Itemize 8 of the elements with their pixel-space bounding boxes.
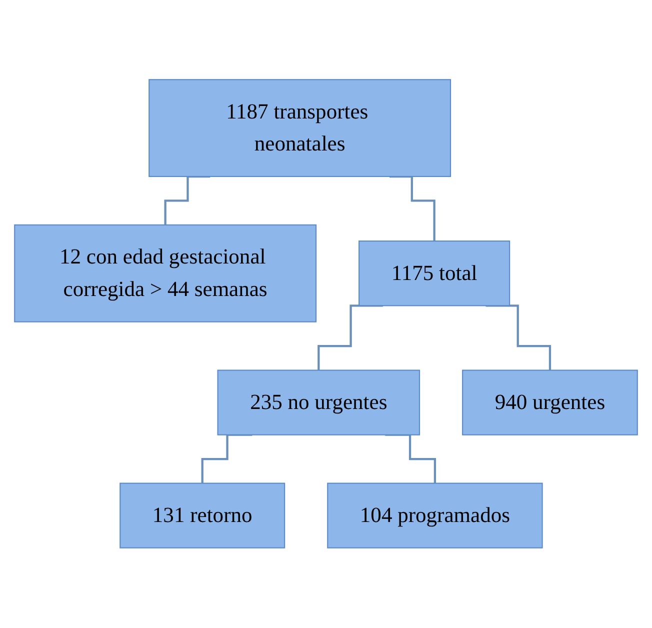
node-box <box>148 79 452 178</box>
node-box <box>358 240 510 306</box>
flowchart: 1187 transportes neonatales 12 con edad gestacional corregida > 44 semanas 1175 total 235 no urgentes 940 urgentes 131 retorno 104 programados <box>6 71 646 557</box>
node-box <box>462 370 638 436</box>
node-box <box>327 482 543 549</box>
node-box <box>120 482 286 549</box>
node-box <box>217 370 420 436</box>
node-box <box>14 224 317 323</box>
